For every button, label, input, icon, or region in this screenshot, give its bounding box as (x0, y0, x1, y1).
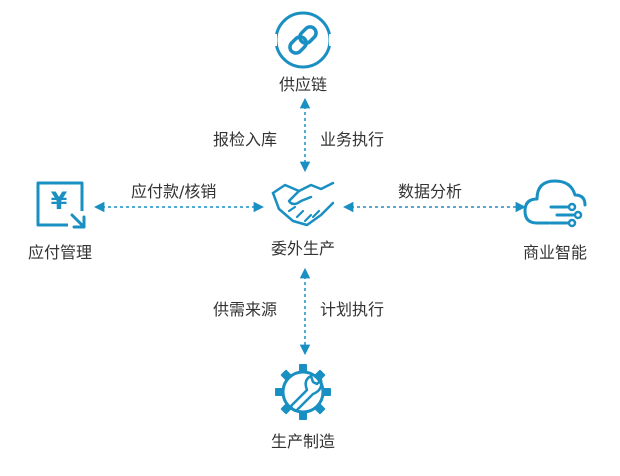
link-chain-icon (263, 11, 343, 69)
cloud-data-icon (523, 179, 587, 228)
edge-label-top-left: 报检入库 (213, 130, 278, 149)
edge-label-top-right: 业务执行 (320, 130, 385, 149)
edge-label-right: 数据分析 (398, 182, 463, 201)
node-label-top: 供应链 (278, 75, 327, 94)
handshake-icon (271, 181, 335, 227)
edge-label-left: 应付款/核销 (131, 182, 217, 201)
node-label-left: 应付管理 (27, 243, 92, 262)
yen-document-icon: ¥ (36, 181, 86, 229)
node-label-right: 商业智能 (522, 243, 587, 262)
node-label-center: 委外生产 (270, 239, 335, 258)
gear-wrench-icon (275, 364, 331, 420)
svg-text:¥: ¥ (51, 187, 68, 215)
edge-label-bottom-right: 计划执行 (320, 300, 385, 319)
node-label-bottom: 生产制造 (270, 432, 335, 451)
edge-label-bottom-left: 供需来源 (213, 300, 278, 319)
